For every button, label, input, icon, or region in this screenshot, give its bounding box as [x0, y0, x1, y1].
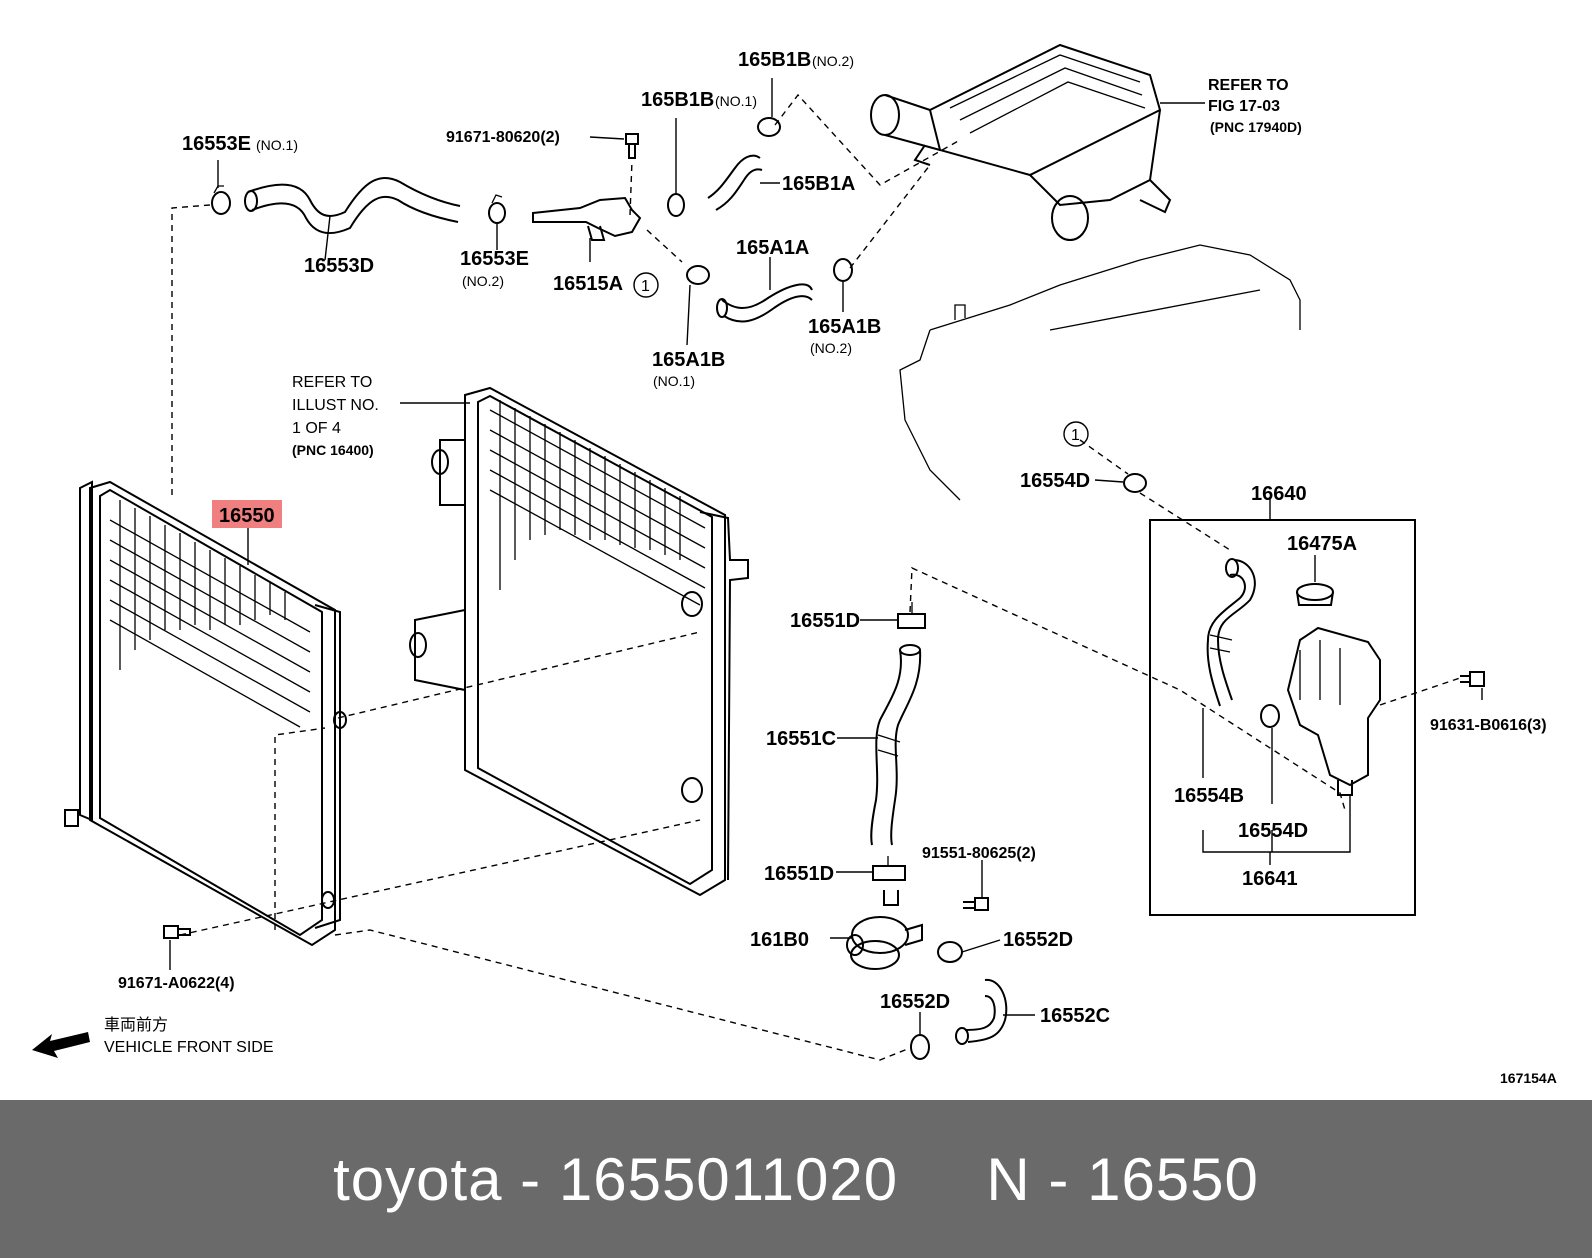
callout-circle-1-engine: [1063, 421, 1089, 447]
hose-16553d: [247, 177, 461, 235]
pump-161b0: [846, 890, 923, 970]
label-front-en: VEHICLE FRONT SIDE: [104, 1039, 274, 1056]
label-16475a: 16475A: [1287, 533, 1357, 555]
label-16552d-left: 16552D: [880, 991, 950, 1013]
label-165b1b-no1: 165B1B: [641, 89, 714, 111]
dashed-connectors: [171, 93, 1461, 1061]
radiator-16550: [64, 480, 347, 947]
label-165a1a: 165A1A: [736, 237, 809, 259]
label-16550: 16550: [219, 505, 275, 527]
pipe-16515a: [532, 196, 642, 238]
label-16553e-no1-sub: (NO.1): [256, 137, 298, 153]
clamp-16551d-top: [897, 602, 926, 629]
label-91551-80625: 91551-80625(2): [922, 845, 1036, 862]
label-161b0: 161B0: [750, 929, 809, 951]
label-16551d-top: 16551D: [790, 610, 860, 632]
label-16552c: 16552C: [1040, 1005, 1110, 1027]
label-16515a: 16515A: [553, 273, 623, 295]
cap-16475a: [1296, 583, 1334, 606]
clamp-165a1b-no2: [833, 258, 853, 282]
clamp-16553e-no1: [211, 185, 231, 215]
clamp-16554d-top: [1123, 473, 1147, 493]
label-front-jp: 車両前方: [104, 1016, 168, 1034]
arrow-front-icon: [32, 1032, 90, 1058]
bolt-91671-80620: [625, 133, 639, 159]
label-165b1b-no2-sub: (NO.2): [812, 53, 854, 69]
parts-diagram: 16553E (NO.1) 16553D 16553E (NO.2) 91671…: [32, 43, 1557, 1086]
label-16554d-top: 16554D: [1020, 470, 1090, 492]
footer-part-info: toyota - 1655011020 N - 16550: [333, 1145, 1259, 1213]
label-ref-fig-3: (PNC 17940D): [1210, 119, 1302, 135]
label-165a1b-no2-sub: (NO.2): [810, 340, 852, 356]
clamp-16553e-no2: [488, 194, 506, 224]
part-labels: 16553E (NO.1) 16553D 16553E (NO.2) 91671…: [32, 49, 1557, 1086]
label-16553e-no2-sub: (NO.2): [462, 273, 504, 289]
hose-16554b: [1206, 559, 1256, 707]
label-16553e-no2: 16553E: [460, 248, 529, 270]
label-16553d: 16553D: [304, 255, 374, 277]
footer-bar: toyota - 1655011020 N - 16550: [0, 1100, 1592, 1258]
clamp-16552d-right: [937, 941, 963, 963]
label-165b1b-no2: 165B1B: [738, 49, 811, 71]
leader-lines: [169, 78, 1483, 1035]
hose-165a1a: [721, 283, 813, 323]
reservoir-box: [1149, 519, 1416, 916]
hose-165b1a: [707, 154, 763, 211]
label-165a1b-no1: 165A1B: [652, 349, 725, 371]
clamp-165a1b-no1: [686, 265, 710, 285]
bolt-91551-80625: [963, 897, 989, 911]
radiator-reference: [409, 386, 749, 897]
label-16552d-right: 16552D: [1003, 929, 1073, 951]
label-ref-fig-2: FIG 17-03: [1208, 98, 1280, 115]
hose-16552c: [964, 978, 1008, 1043]
clamp-16551d-bottom: [872, 856, 906, 881]
label-165b1a: 165B1A: [782, 173, 855, 195]
label-16640: 16640: [1251, 483, 1307, 505]
label-16551c: 16551C: [766, 728, 836, 750]
label-16554d-bottom: 16554D: [1238, 820, 1308, 842]
label-165b1b-no1-sub: (NO.1): [715, 93, 757, 109]
label-ref-fig-1: REFER TO: [1208, 77, 1289, 94]
hose-16551c: [870, 649, 922, 846]
label-ref-ill-1: REFER TO: [292, 374, 372, 391]
label-figure-id: 167154A: [1500, 1070, 1557, 1086]
label-16553e-no1: 16553E: [182, 133, 251, 155]
callout-1-top: 1: [641, 278, 650, 295]
label-16554b: 16554B: [1174, 785, 1244, 807]
label-91631-b0616: 91631-B0616(3): [1430, 717, 1547, 734]
clamp-165b1b-no1: [667, 193, 685, 217]
label-ref-ill-3: 1 OF 4: [292, 420, 341, 437]
label-165a1b-no1-sub: (NO.1): [653, 373, 695, 389]
clamp-165b1b-no2: [757, 117, 781, 137]
engine-outline: [899, 244, 1301, 501]
label-91671-80620: 91671-80620(2): [446, 129, 560, 146]
bolt-91671-a0622: [163, 925, 191, 939]
callout-circle-1-top: [633, 272, 659, 298]
label-ref-ill-4: (PNC 16400): [292, 442, 374, 458]
clamp-16554d-lower: [1260, 704, 1280, 728]
highlight-16550: [212, 500, 282, 528]
clamp-16552d-left: [910, 1034, 930, 1060]
label-16641: 16641: [1242, 868, 1298, 890]
bolt-91631-b0616: [1460, 671, 1485, 687]
callout-1-engine: 1: [1071, 427, 1080, 444]
label-165a1b-no2: 165A1B: [808, 316, 881, 338]
label-ref-ill-2: ILLUST NO.: [292, 397, 379, 414]
intake-assembly: [870, 43, 1172, 241]
reservoir-tank: [1286, 626, 1381, 796]
label-91671-a0622: 91671-A0622(4): [118, 975, 235, 992]
label-16551d-bottom: 16551D: [764, 863, 834, 885]
